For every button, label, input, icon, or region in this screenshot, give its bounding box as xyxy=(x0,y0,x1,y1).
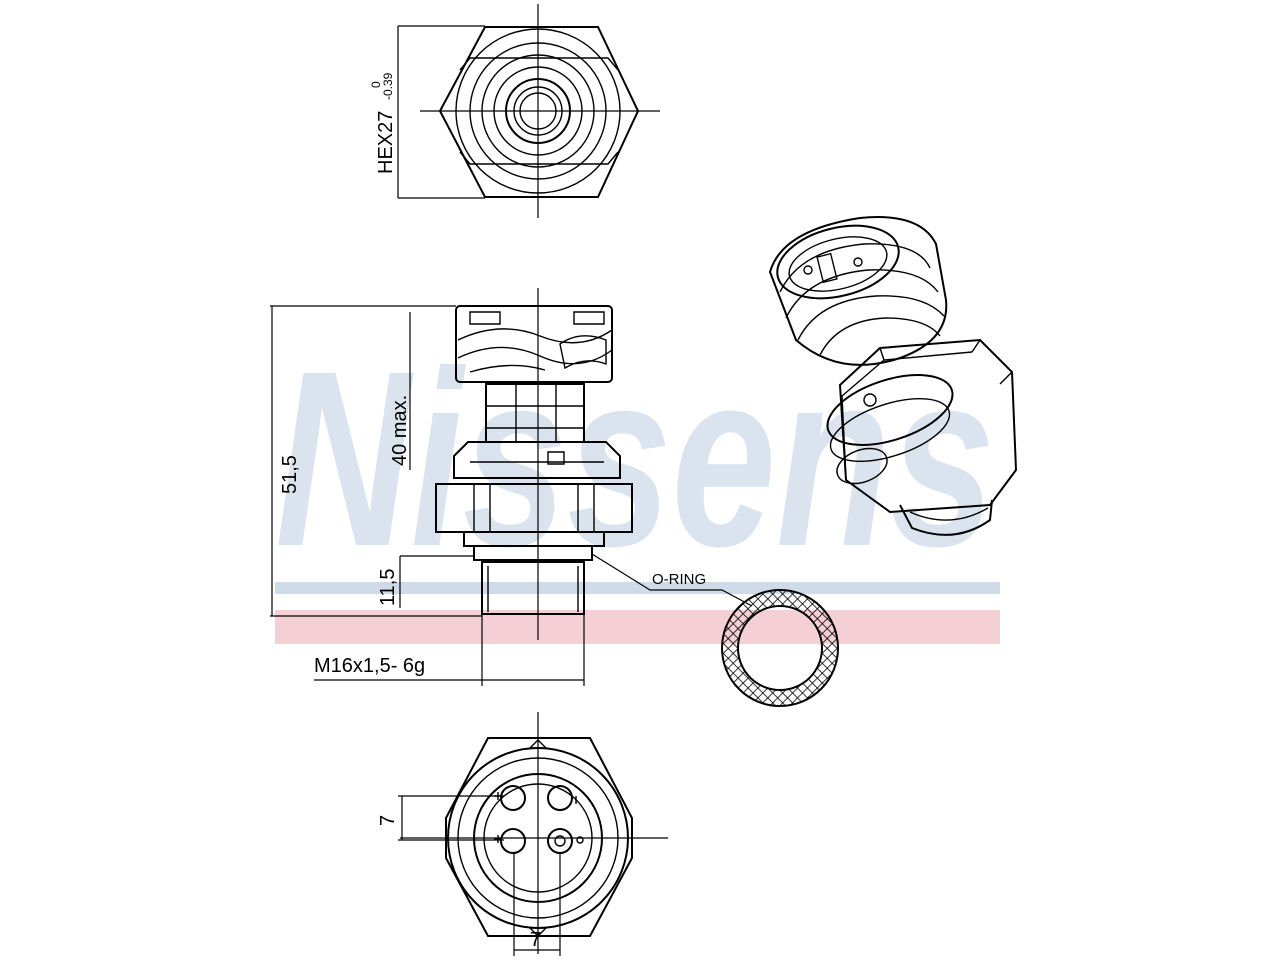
watermark-brand: Nissens xyxy=(275,319,995,598)
pressure-sensor-3d-icon xyxy=(768,216,1018,536)
body-height-label: 40 max. xyxy=(389,395,411,466)
overall-height-label: 51,5 xyxy=(279,455,301,494)
watermark-band-red xyxy=(275,610,1000,644)
hex-size-label: HEX27 xyxy=(375,111,397,174)
watermark-band-blue xyxy=(275,582,1000,594)
pin-spacing-vertical-label: 7 xyxy=(377,815,399,826)
o-ring-section-icon xyxy=(721,589,839,707)
hex-tolerance-upper: 0 xyxy=(369,81,383,88)
hex-tolerance-lower: -0.39 xyxy=(381,72,395,100)
pin-spacing-horizontal-label: 7 xyxy=(530,929,541,951)
watermark: Nissens xyxy=(275,319,1000,644)
thread-length-label: 11,5 xyxy=(377,569,399,606)
thread-spec-label: M16x1,5- 6g xyxy=(314,655,425,677)
side-view: 51,5 40 max. 11,5 M16x1,5- 6g O-RING xyxy=(270,288,753,686)
oring-label: O-RING xyxy=(652,571,706,588)
top-view: HEX27 0 -0.39 xyxy=(369,4,660,218)
bottom-view: 7 7 xyxy=(377,712,668,956)
